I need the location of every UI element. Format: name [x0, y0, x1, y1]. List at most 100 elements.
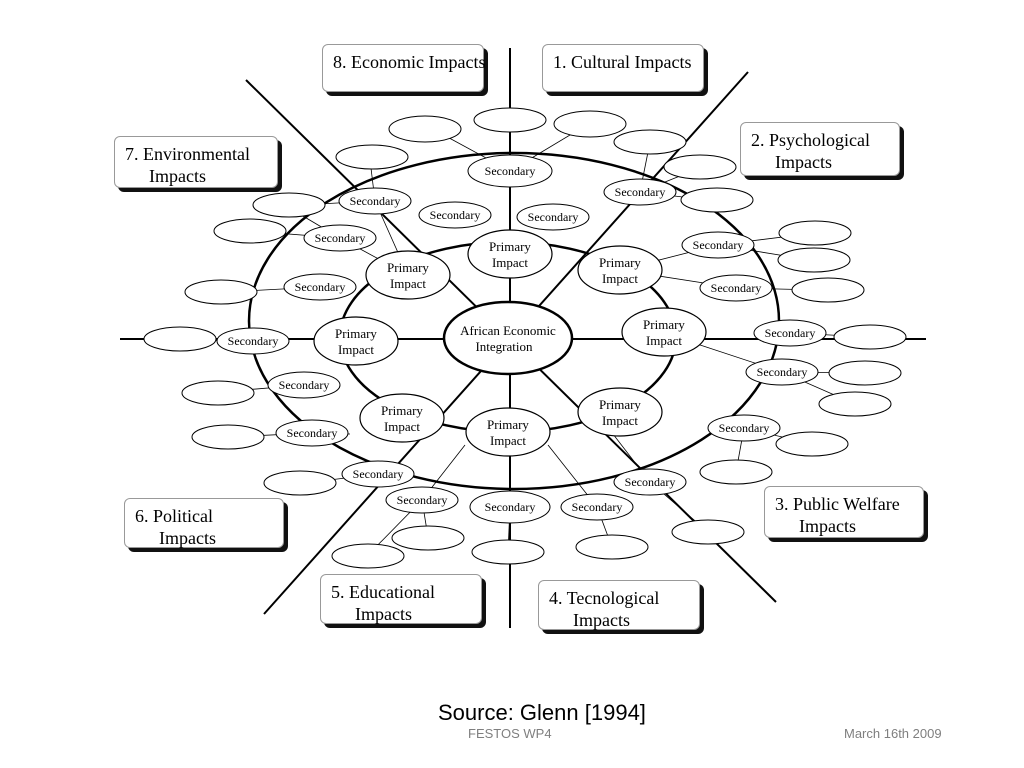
secondary-node-label: Secondary	[625, 475, 676, 489]
secondary-node-label: Secondary	[757, 365, 808, 379]
leaf-node	[335, 144, 409, 170]
secondary-node-label: Secondary	[397, 493, 448, 507]
secondary-node-label: Secondary	[353, 467, 404, 481]
primary-impact-label: Primary	[381, 403, 423, 418]
category-technological-label-2: Impacts	[573, 610, 630, 630]
leaf-node	[833, 324, 907, 350]
secondary-node-label: Secondary	[485, 164, 536, 178]
secondary-node	[338, 187, 412, 215]
secondary-node	[469, 490, 551, 524]
secondary-node-label: Secondary	[485, 500, 536, 514]
leaf-node	[778, 220, 852, 246]
primary-impact-node	[365, 250, 451, 300]
primary-impact-label: Impact	[338, 342, 374, 357]
category-public-welfare: 3. Public Welfare Impacts	[764, 486, 924, 538]
category-political-label-2: Impacts	[159, 528, 216, 548]
secondary-node-label: Secondary	[615, 185, 666, 199]
primary-impact-node	[467, 229, 553, 279]
category-political: 6. Political Impacts	[124, 498, 284, 548]
category-psychological-label-2: Impacts	[775, 152, 832, 172]
center-node	[442, 300, 574, 376]
primary-impact-label: Impact	[602, 271, 638, 286]
secondary-node	[699, 274, 773, 302]
category-public-welfare-label-1: 3. Public Welfare	[775, 494, 900, 514]
primary-impact-label: Primary	[335, 326, 377, 341]
leaf-node	[263, 470, 337, 496]
footer-right: March 16th 2009	[844, 726, 942, 741]
category-public-welfare-label-2: Impacts	[799, 516, 856, 536]
secondary-node	[303, 224, 377, 252]
leaf-node	[391, 525, 465, 551]
secondary-node	[385, 486, 459, 514]
category-technological-label-1: 4. Tecnological	[549, 588, 660, 608]
secondary-node	[418, 201, 492, 229]
primary-impact-label: Primary	[487, 417, 529, 432]
primary-impact-node	[577, 245, 663, 295]
secondary-node-label: Secondary	[693, 238, 744, 252]
footer-left: FESTOS WP4	[468, 726, 552, 741]
primary-impact-label: Impact	[646, 333, 682, 348]
primary-impact-label: Primary	[387, 260, 429, 275]
category-educational: 5. Educational Impacts	[320, 574, 482, 624]
secondary-node-label: Secondary	[719, 421, 770, 435]
category-environmental-label-1: 7. Environmental	[125, 144, 250, 164]
primary-impact-label: Primary	[489, 239, 531, 254]
secondary-node-label: Secondary	[430, 208, 481, 222]
secondary-node-label: Secondary	[315, 231, 366, 245]
secondary-node-label: Secondary	[279, 378, 330, 392]
category-economic: 8. Economic Impacts	[322, 44, 486, 92]
leaf-node	[388, 115, 462, 143]
leaf-node	[143, 326, 217, 352]
primary-impact-node	[313, 316, 399, 366]
category-cultural-label: 1. Cultural Impacts	[553, 52, 692, 72]
category-cultural: 1. Cultural Impacts	[542, 44, 704, 92]
primary-impact-label: Impact	[384, 419, 420, 434]
category-environmental-label-2: Impacts	[149, 166, 206, 186]
category-psychological: 2. Psychological Impacts	[740, 122, 900, 176]
leaf-node	[473, 107, 547, 133]
leaf-node	[828, 360, 902, 386]
secondary-node	[341, 460, 415, 488]
secondary-node	[560, 493, 634, 521]
category-political-label-1: 6. Political	[135, 506, 213, 526]
primary-impact-label: Primary	[599, 255, 641, 270]
leaf-node	[671, 519, 745, 545]
leaf-node	[252, 192, 326, 218]
primary-impact-label: Impact	[492, 255, 528, 270]
category-economic-label: 8. Economic Impacts	[333, 52, 486, 72]
impact-wheel-diagram: African EconomicIntegrationPrimaryImpact…	[120, 48, 926, 628]
primary-impact-label: Impact	[602, 413, 638, 428]
secondary-node	[516, 203, 590, 231]
secondary-node-label: Secondary	[572, 500, 623, 514]
leaf-node	[680, 187, 754, 213]
leaf-node	[775, 431, 849, 457]
leaf-node	[553, 110, 627, 138]
leaf-node	[213, 218, 287, 244]
leaf-node	[663, 154, 737, 180]
leaf-node	[777, 247, 851, 273]
leaf-node	[331, 543, 405, 569]
secondary-node-label: Secondary	[711, 281, 762, 295]
leaf-node	[184, 279, 258, 305]
secondary-node	[275, 419, 349, 447]
secondary-node-label: Secondary	[765, 326, 816, 340]
source-caption: Source: Glenn [1994]	[438, 700, 646, 725]
secondary-node-label: Secondary	[528, 210, 579, 224]
leaf-node	[191, 424, 265, 450]
leaf-node	[575, 534, 649, 560]
category-educational-label-1: 5. Educational	[331, 582, 435, 602]
leaf-node	[613, 129, 687, 155]
primary-impact-node	[465, 407, 551, 457]
leaf-node	[818, 391, 892, 417]
secondary-node	[753, 319, 827, 347]
category-psychological-label-1: 2. Psychological	[751, 130, 870, 150]
center-node-label-2: Integration	[475, 339, 533, 354]
secondary-node	[681, 231, 755, 259]
leaf-node	[181, 380, 255, 406]
leaf-node	[471, 539, 545, 565]
leaf-node	[699, 459, 773, 485]
center-node-label-1: African Economic	[460, 323, 556, 338]
primary-impact-label: Primary	[643, 317, 685, 332]
secondary-node	[283, 273, 357, 301]
secondary-node-label: Secondary	[287, 426, 338, 440]
